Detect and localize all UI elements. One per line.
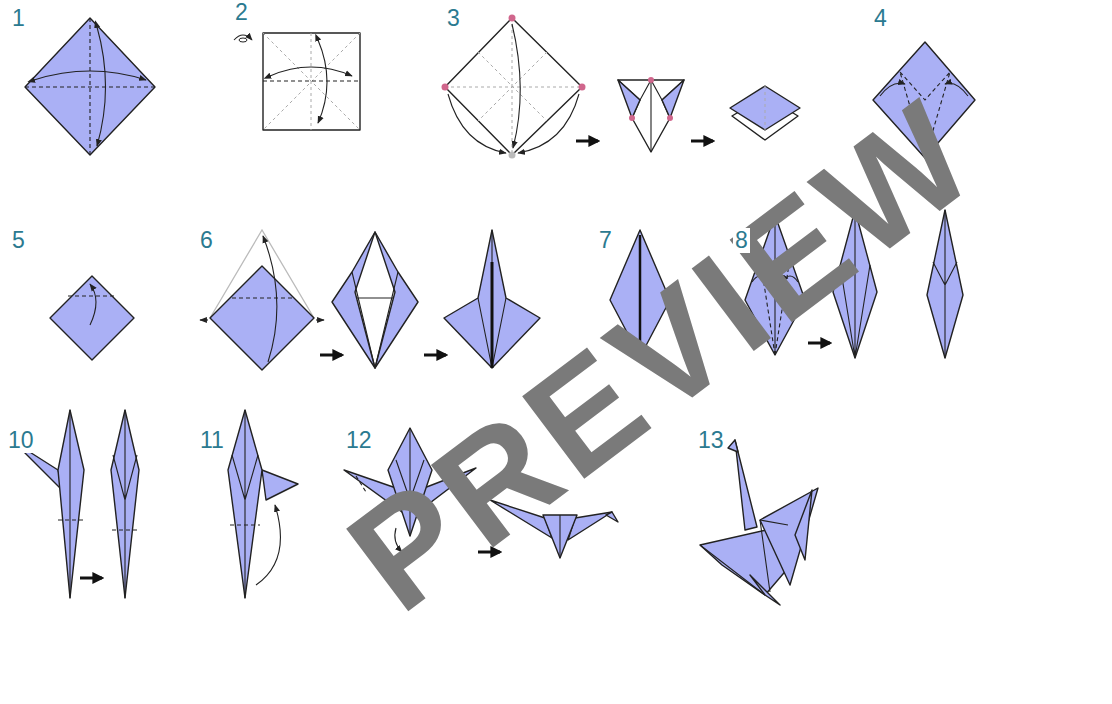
watermark: PREVIEW (324, 74, 1000, 635)
step-number: 6 (198, 228, 215, 253)
step-number: 4 (872, 6, 889, 31)
step-2-figure (234, 33, 360, 130)
step-5-figure (50, 276, 134, 360)
step-number: 8 (733, 228, 750, 253)
step-number: 11 (198, 428, 226, 453)
step-1-figure (25, 18, 155, 155)
step-number: 1 (10, 6, 27, 31)
step-number: 7 (597, 228, 614, 253)
step-6-figure (200, 230, 540, 370)
step-number: 3 (445, 6, 462, 31)
step-number: 10 (6, 428, 36, 453)
step-number: 2 (233, 0, 250, 25)
step-11-figure (228, 410, 298, 598)
step-number: 13 (696, 428, 726, 453)
step-number: 12 (344, 428, 374, 453)
step-3-figure (442, 15, 801, 159)
step-number: 5 (10, 228, 27, 253)
step-13-figure (700, 440, 818, 605)
